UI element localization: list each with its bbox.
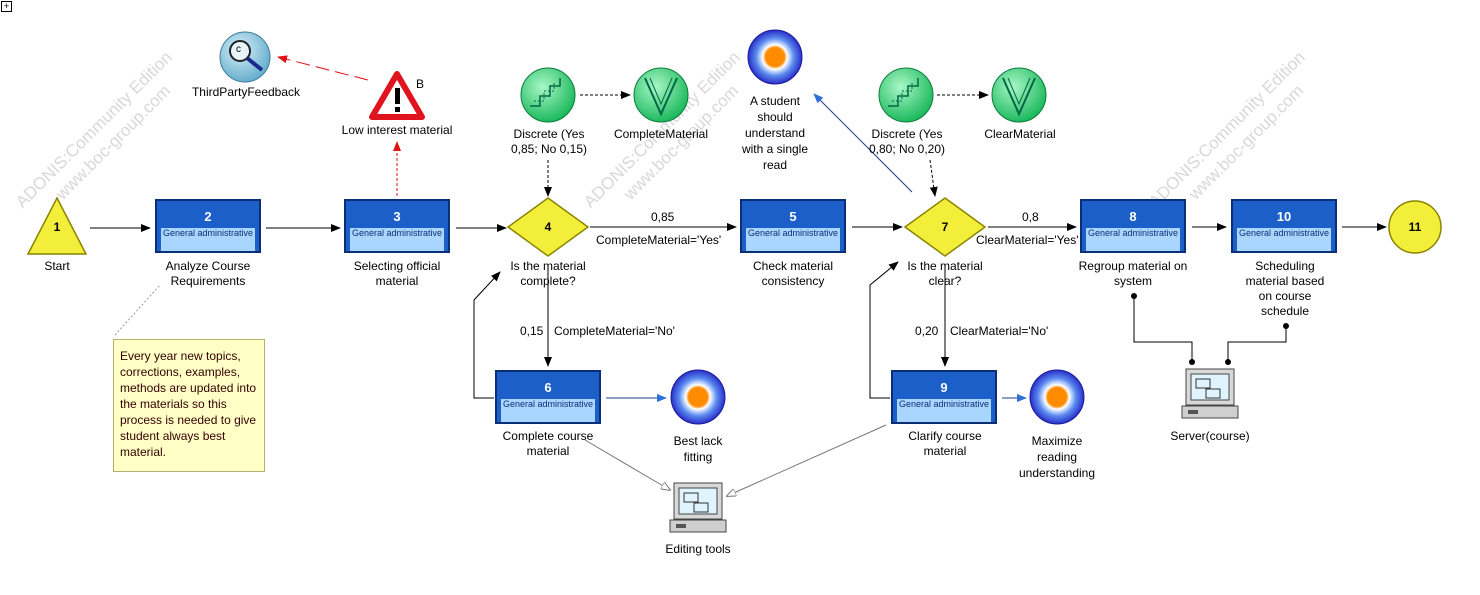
- task-8[interactable]: 8 General administrative: [1080, 199, 1186, 253]
- edge-prob: 0,85: [651, 210, 675, 224]
- task-6[interactable]: 6 General administrative: [495, 370, 601, 424]
- variable-check-icon[interactable]: [991, 67, 1047, 123]
- edge-condition: CompleteMaterial='Yes': [596, 233, 722, 247]
- task-number: 10: [1276, 209, 1292, 224]
- task-label: Selecting official material: [353, 259, 441, 288]
- task-2[interactable]: 2 General administrative: [155, 199, 261, 253]
- task-10[interactable]: 10 General administrative: [1231, 199, 1337, 253]
- random-generator-icon[interactable]: [520, 67, 576, 123]
- goal-link-7[interactable]: [813, 93, 913, 193]
- goal-label: A student should understand with a singl…: [741, 94, 809, 172]
- resource-link-9[interactable]: [727, 424, 887, 496]
- task-number: 5: [789, 209, 797, 224]
- task-type: General administrative: [350, 228, 444, 251]
- task-label: Analyze Course Requirements: [165, 259, 251, 288]
- task-number: 6: [544, 380, 552, 395]
- variable-name: CompleteMaterial: [613, 127, 709, 141]
- variable-distribution: Discrete (Yes 0,80; No 0,20): [868, 127, 946, 156]
- resource-link-10[interactable]: [1227, 326, 1287, 362]
- task-type: General administrative: [501, 399, 595, 422]
- goal-target-icon[interactable]: [670, 369, 726, 425]
- goal-label: Best lack fitting: [673, 434, 723, 464]
- task-type: General administrative: [746, 228, 840, 251]
- risk-letter: B: [416, 77, 425, 91]
- feedback-label: ThirdPartyFeedback: [191, 85, 301, 99]
- random-generator-icon[interactable]: [878, 67, 934, 123]
- task-9[interactable]: 9 General administrative: [891, 370, 997, 424]
- decision-label: Is the material clear?: [907, 259, 983, 288]
- task-label: Clarify course material: [908, 429, 982, 458]
- flow-9-7[interactable]: [869, 261, 899, 399]
- decision-label: Is the material complete?: [510, 259, 586, 288]
- task-label: Regroup material on system: [1078, 259, 1188, 288]
- resource-link-dot: [1225, 359, 1231, 365]
- var-to-decision-7[interactable]: [929, 159, 938, 197]
- warning-icon[interactable]: [369, 71, 425, 120]
- feedback-glyph: c: [236, 44, 241, 55]
- decision-number: 4: [544, 220, 552, 234]
- task-5[interactable]: 5 General administrative: [740, 199, 846, 253]
- start-event[interactable]: [26, 196, 88, 255]
- task-label: Check material consistency: [752, 259, 834, 288]
- annotation-note[interactable]: Every year new topics, corrections, exam…: [113, 339, 265, 472]
- task-type: General administrative: [1237, 228, 1331, 251]
- start-label: Start: [44, 259, 70, 273]
- end-event[interactable]: [1388, 200, 1442, 254]
- decision-4[interactable]: [506, 197, 590, 257]
- task-type: General administrative: [897, 399, 991, 422]
- magnifier-icon[interactable]: [219, 31, 271, 83]
- edge-condition: ClearMaterial='Yes': [976, 233, 1079, 247]
- note-connector: [114, 284, 161, 336]
- task-label: Scheduling material based on course sche…: [1245, 259, 1325, 318]
- task-number: 2: [204, 209, 212, 224]
- computer-icon[interactable]: [669, 482, 727, 533]
- task-type: General administrative: [1086, 228, 1180, 251]
- variable-distribution: Discrete (Yes 0,85; No 0,15): [510, 127, 588, 156]
- variable-check-icon[interactable]: [633, 67, 689, 123]
- edge-prob: 0,20: [915, 324, 939, 338]
- edge-prob: 0,15: [520, 324, 544, 338]
- variable-name: ClearMaterial: [984, 127, 1056, 141]
- expand-icon[interactable]: +: [1, 1, 12, 12]
- decision-number: 7: [941, 220, 949, 234]
- task-3[interactable]: 3 General administrative: [344, 199, 450, 253]
- resource-label: Server(course): [1170, 429, 1250, 443]
- feedback-link[interactable]: [277, 55, 369, 81]
- end-number: 11: [1408, 220, 1422, 234]
- resource-link-6[interactable]: [584, 439, 670, 490]
- resource-link-dot: [1283, 323, 1289, 329]
- edge-prob: 0,8: [1022, 210, 1039, 224]
- resource-label: Editing tools: [665, 542, 731, 556]
- task-type: General administrative: [161, 228, 255, 251]
- goal-target-icon[interactable]: [1029, 369, 1085, 425]
- decision-7[interactable]: [903, 197, 987, 257]
- resource-link-dot: [1131, 293, 1137, 299]
- resource-link-dot: [1189, 359, 1195, 365]
- flow-6-4[interactable]: [473, 271, 501, 399]
- edge-condition: CompleteMaterial='No': [554, 324, 675, 338]
- computer-icon[interactable]: [1181, 368, 1239, 419]
- task-number: 8: [1129, 209, 1137, 224]
- goal-label: Maximize reading understanding: [1018, 434, 1096, 480]
- goal-target-icon[interactable]: [747, 29, 803, 85]
- edge-condition: ClearMaterial='No': [950, 324, 1049, 338]
- task-number: 9: [940, 380, 948, 395]
- task-number: 3: [393, 209, 401, 224]
- resource-link-8[interactable]: [1133, 296, 1193, 362]
- task-label: Complete course material: [502, 429, 594, 458]
- risk-label: Low interest material: [341, 123, 453, 137]
- start-number: 1: [53, 220, 61, 234]
